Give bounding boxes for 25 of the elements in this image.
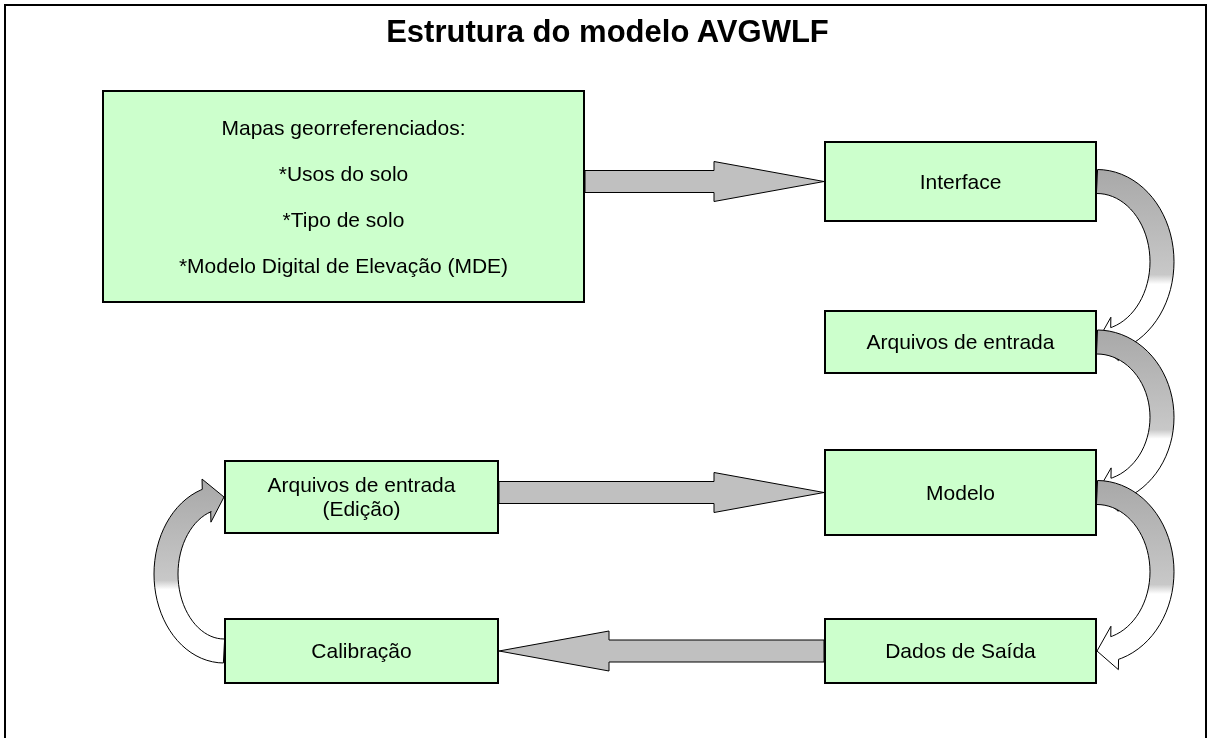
box-text: *Tipo de solo — [282, 207, 405, 232]
box-text: Arquivos de entrada (Edição) — [266, 473, 457, 521]
process-box — [824, 449, 1097, 536]
process-box — [224, 618, 499, 684]
block-arrow — [498, 472, 825, 513]
block-arrow — [584, 161, 825, 202]
box-text: *Usos do solo — [278, 161, 409, 186]
block-arrow — [153, 478, 226, 664]
box-text: Arquivos de entrada — [866, 330, 1055, 354]
box-text: Dados de Saída — [885, 639, 1036, 663]
box-text: Calibração — [311, 639, 412, 663]
process-box — [224, 460, 499, 534]
block-arrow — [1095, 329, 1175, 512]
block-arrow — [498, 630, 825, 672]
process-box — [824, 618, 1097, 684]
process-box — [824, 141, 1097, 222]
box-text: Modelo — [926, 480, 995, 505]
box-text: Mapas georreferenciados: — [221, 115, 466, 140]
title: Estrutura do modelo AVGWLF — [385, 14, 830, 50]
block-arrow — [1095, 169, 1175, 362]
process-box — [102, 90, 585, 303]
block-arrow — [1095, 480, 1175, 671]
process-box — [824, 310, 1097, 374]
box-text: *Modelo Digital de Elevação (MDE) — [178, 253, 509, 278]
box-text: Interface — [919, 169, 1002, 194]
